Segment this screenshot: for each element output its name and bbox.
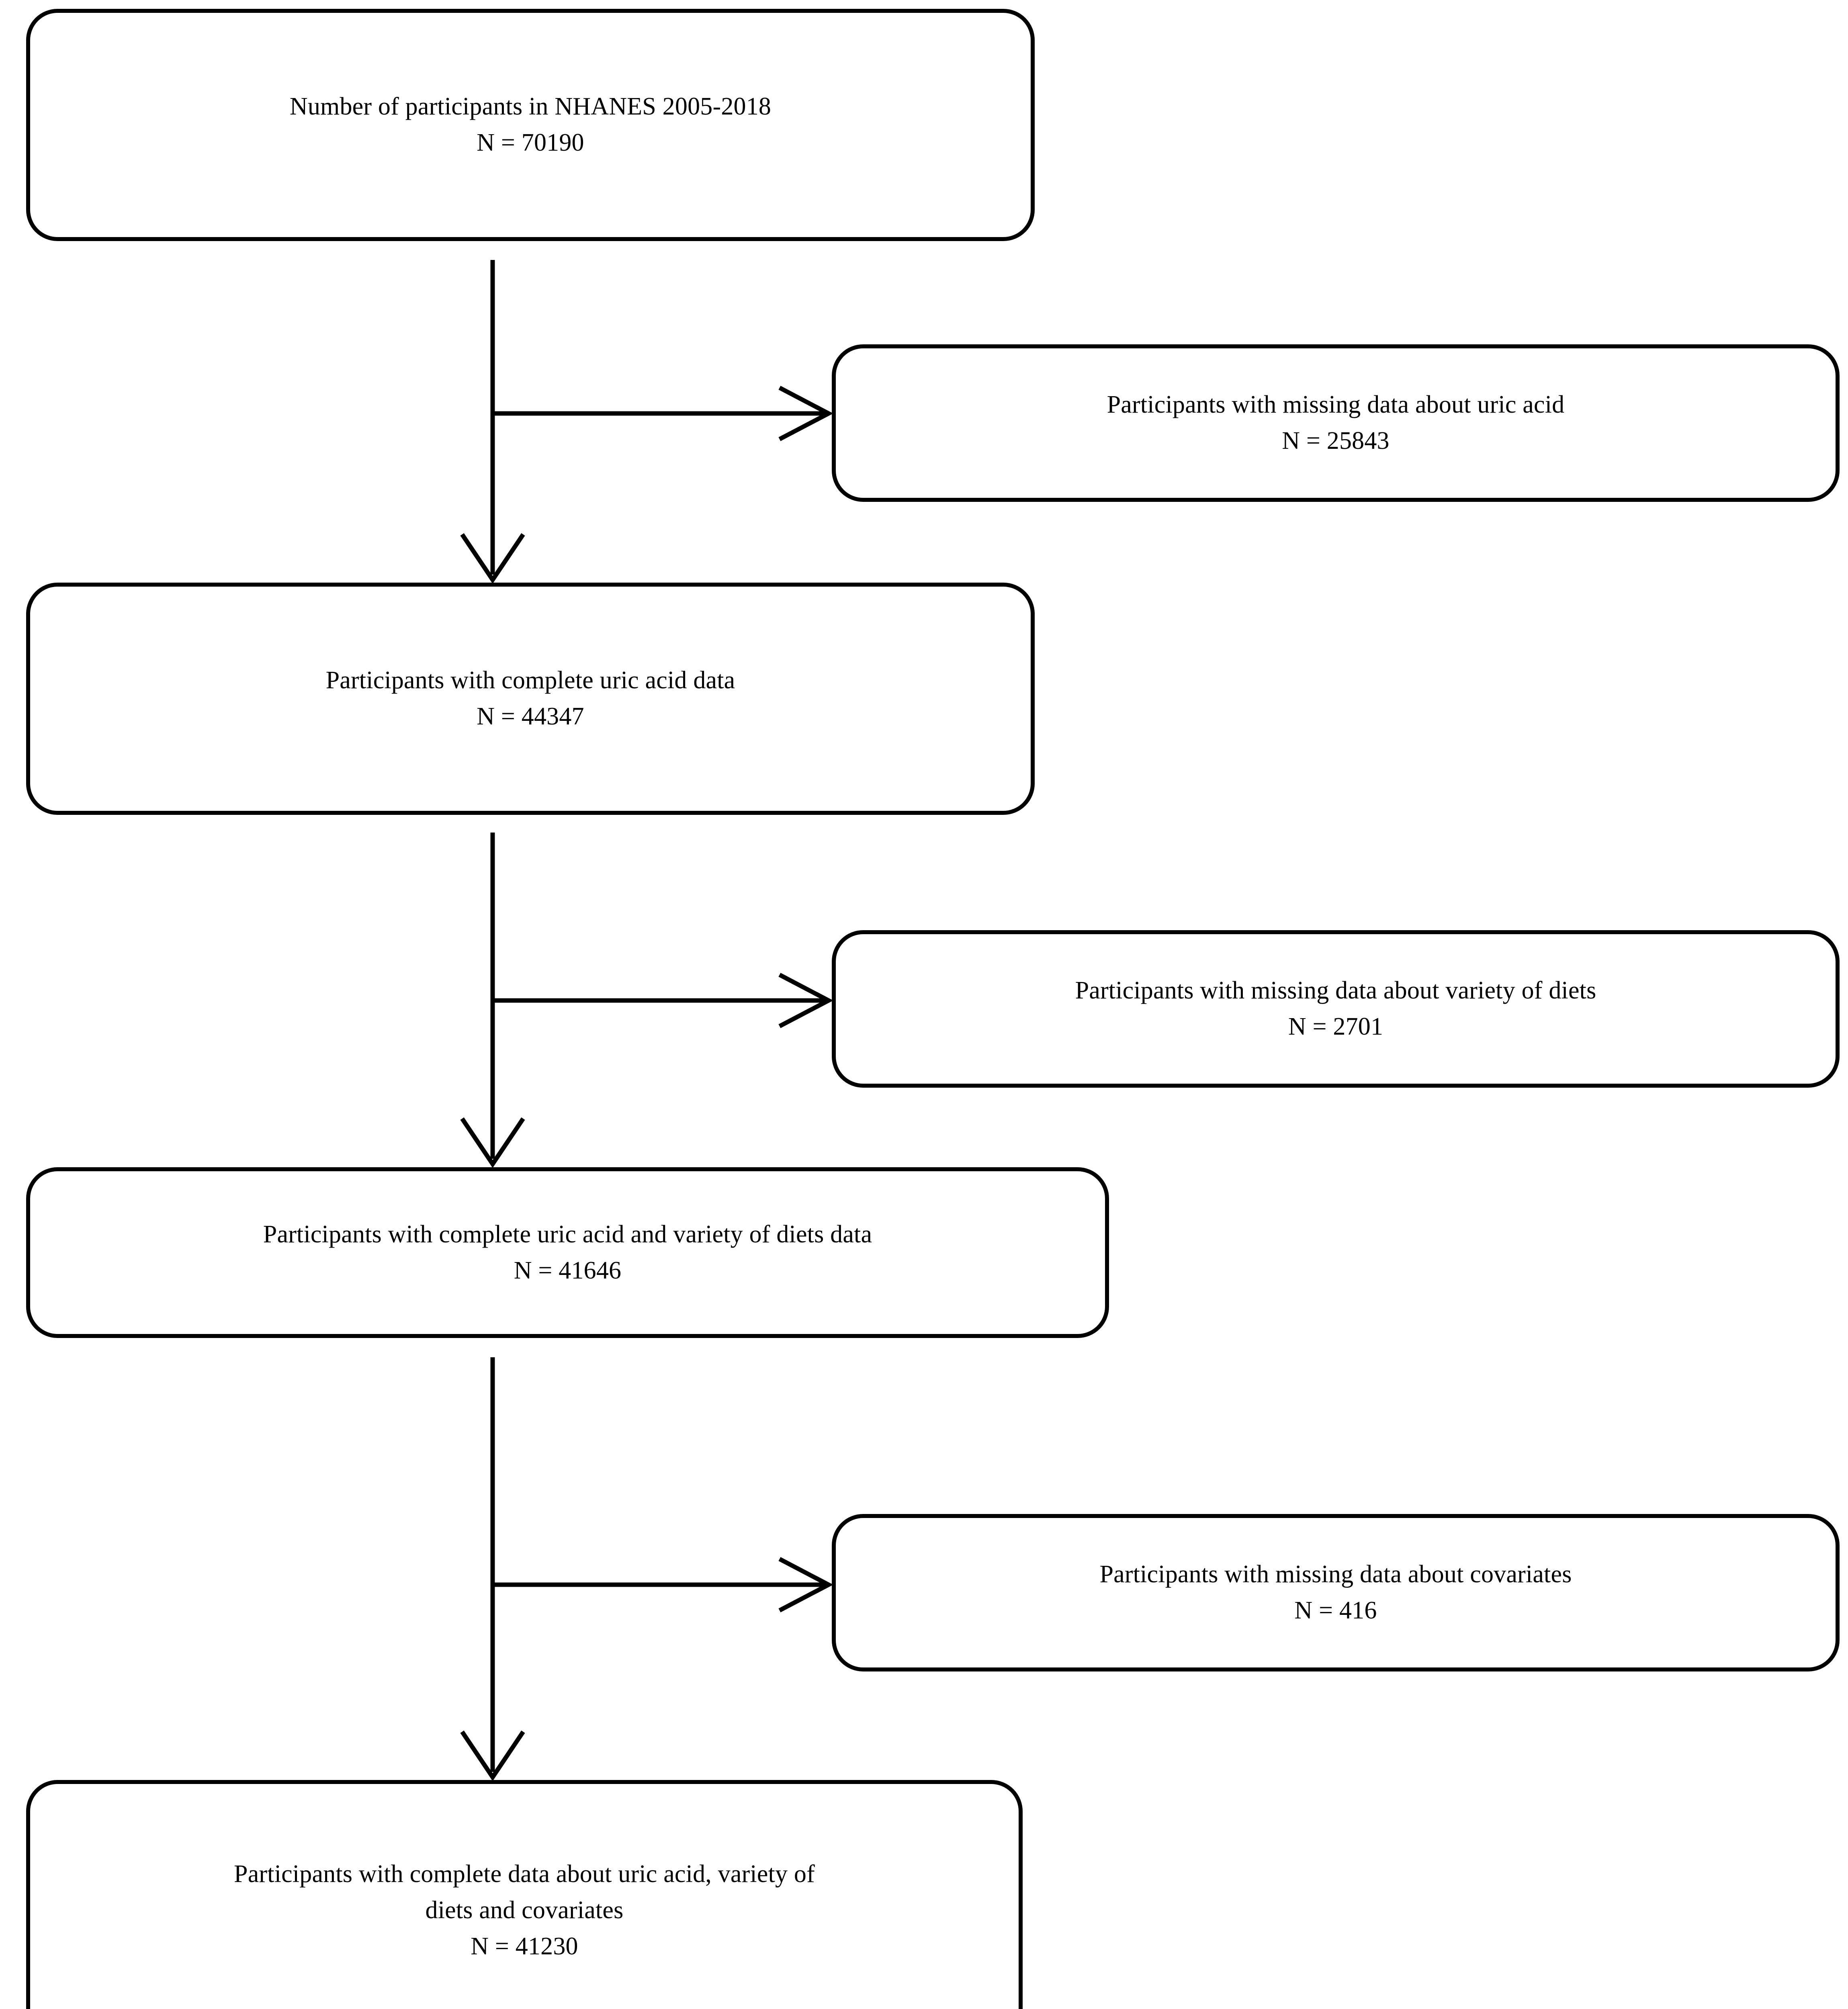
- node-excluded-variety-of-diets-count: N = 2701: [1288, 1013, 1383, 1040]
- edge-diets-to-final: [460, 1357, 525, 1781]
- edge-uric-to-diets: [460, 833, 525, 1168]
- node-complete-uric-acid-and-diets-count: N = 41646: [514, 1256, 622, 1284]
- node-excluded-covariates: Participants with missing data about cov…: [832, 1514, 1840, 1671]
- node-excluded-covariates-count: N = 416: [1294, 1597, 1377, 1624]
- node-complete-uric-acid: Participants with complete uric acid dat…: [26, 583, 1035, 815]
- node-excluded-variety-of-diets-label: Participants with missing data about var…: [1075, 977, 1596, 1004]
- node-complete-uric-acid-and-diets: Participants with complete uric acid and…: [26, 1167, 1109, 1338]
- node-excluded-uric-acid: Participants with missing data about uri…: [832, 344, 1840, 502]
- node-final-sample: Participants with complete data about ur…: [26, 1780, 1023, 2009]
- edge-total-to-uric: [460, 260, 525, 584]
- edge-total-to-excl-uric: [493, 386, 833, 441]
- node-complete-uric-acid-and-diets-label: Participants with complete uric acid and…: [263, 1220, 872, 1248]
- node-excluded-uric-acid-count: N = 25843: [1282, 427, 1390, 454]
- node-excluded-variety-of-diets: Participants with missing data about var…: [832, 930, 1840, 1088]
- node-total-count: N = 70190: [477, 129, 584, 156]
- node-total-label: Number of participants in NHANES 2005-20…: [289, 93, 772, 121]
- node-excluded-uric-acid-label: Participants with missing data about uri…: [1107, 391, 1565, 419]
- edge-diets-to-excl-cov: [493, 1557, 833, 1612]
- node-final-sample-count: N = 41230: [471, 1932, 578, 1960]
- node-excluded-covariates-label: Participants with missing data about cov…: [1099, 1561, 1572, 1588]
- node-total-participants: Number of participants in NHANES 2005-20…: [26, 9, 1035, 241]
- edge-uric-to-excl-diets: [493, 973, 833, 1028]
- node-complete-uric-acid-label: Participants with complete uric acid dat…: [325, 667, 735, 694]
- node-final-sample-label-line1: Participants with complete data about ur…: [234, 1860, 815, 1888]
- node-complete-uric-acid-count: N = 44347: [477, 703, 584, 730]
- node-final-sample-label-line2: diets and covariates: [425, 1896, 624, 1924]
